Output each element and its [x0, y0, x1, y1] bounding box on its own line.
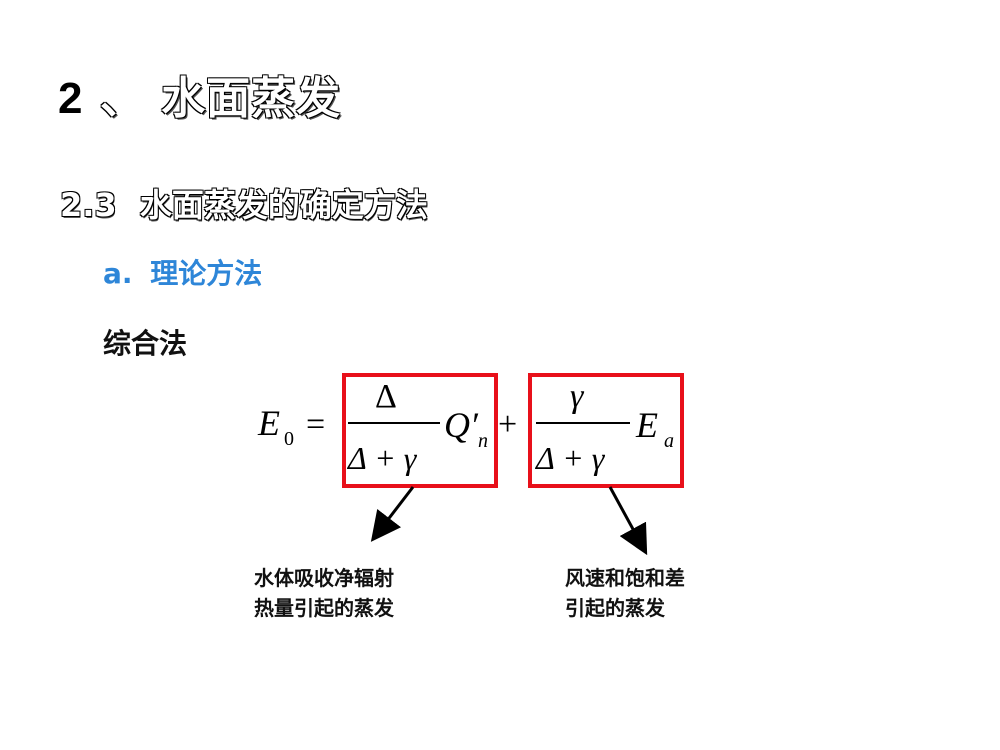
arrow-left [370, 486, 415, 542]
formula-equals: = [306, 406, 325, 443]
note-right-line1: 风速和饱和差 [565, 566, 685, 590]
highlight-box-radiation-term [342, 373, 498, 488]
note-radiation-evaporation: 水体吸收净辐射 热量引起的蒸发 [254, 563, 394, 623]
formula-svg: E 0 = Δ Δ + γ Q′ n + γ Δ + γ E a [257, 373, 684, 488]
title-number: 2 [58, 74, 84, 123]
formula-lhs-sub: 0 [284, 428, 294, 450]
formula-term1: Q′ [444, 405, 479, 445]
evaporation-formula: E 0 = Δ Δ + γ Q′ n + γ Δ + γ E a [240, 365, 700, 495]
slide-title: 2 、 水面蒸发 [58, 62, 341, 126]
formula-plus: + [498, 406, 517, 443]
formula-term1-sub: n [478, 430, 488, 452]
section-subtitle: 2.3 水面蒸发的确定方法 [60, 186, 428, 224]
method-heading: a. 理论方法 [103, 257, 263, 290]
fraction1-denominator: Δ + γ [346, 440, 418, 476]
fraction2-denominator: Δ + γ [534, 440, 606, 476]
composite-method-label: 综合法 [103, 327, 188, 360]
arrow-right [608, 486, 648, 556]
note-left-line2: 热量引起的蒸发 [254, 596, 394, 620]
formula-lhs: E [257, 403, 280, 443]
fraction1-numerator: Δ [375, 378, 397, 415]
fraction2-numerator: γ [570, 378, 585, 415]
note-right-line2: 引起的蒸发 [565, 596, 665, 620]
note-wind-evaporation: 风速和饱和差 引起的蒸发 [565, 563, 685, 623]
title-separator: 、 [99, 73, 145, 124]
title-text: 水面蒸发 [161, 73, 342, 124]
note-left-line1: 水体吸收净辐射 [254, 566, 394, 590]
formula-term2: E [635, 405, 658, 445]
highlight-box-wind-term [528, 373, 684, 488]
formula-term2-sub: a [664, 430, 674, 452]
